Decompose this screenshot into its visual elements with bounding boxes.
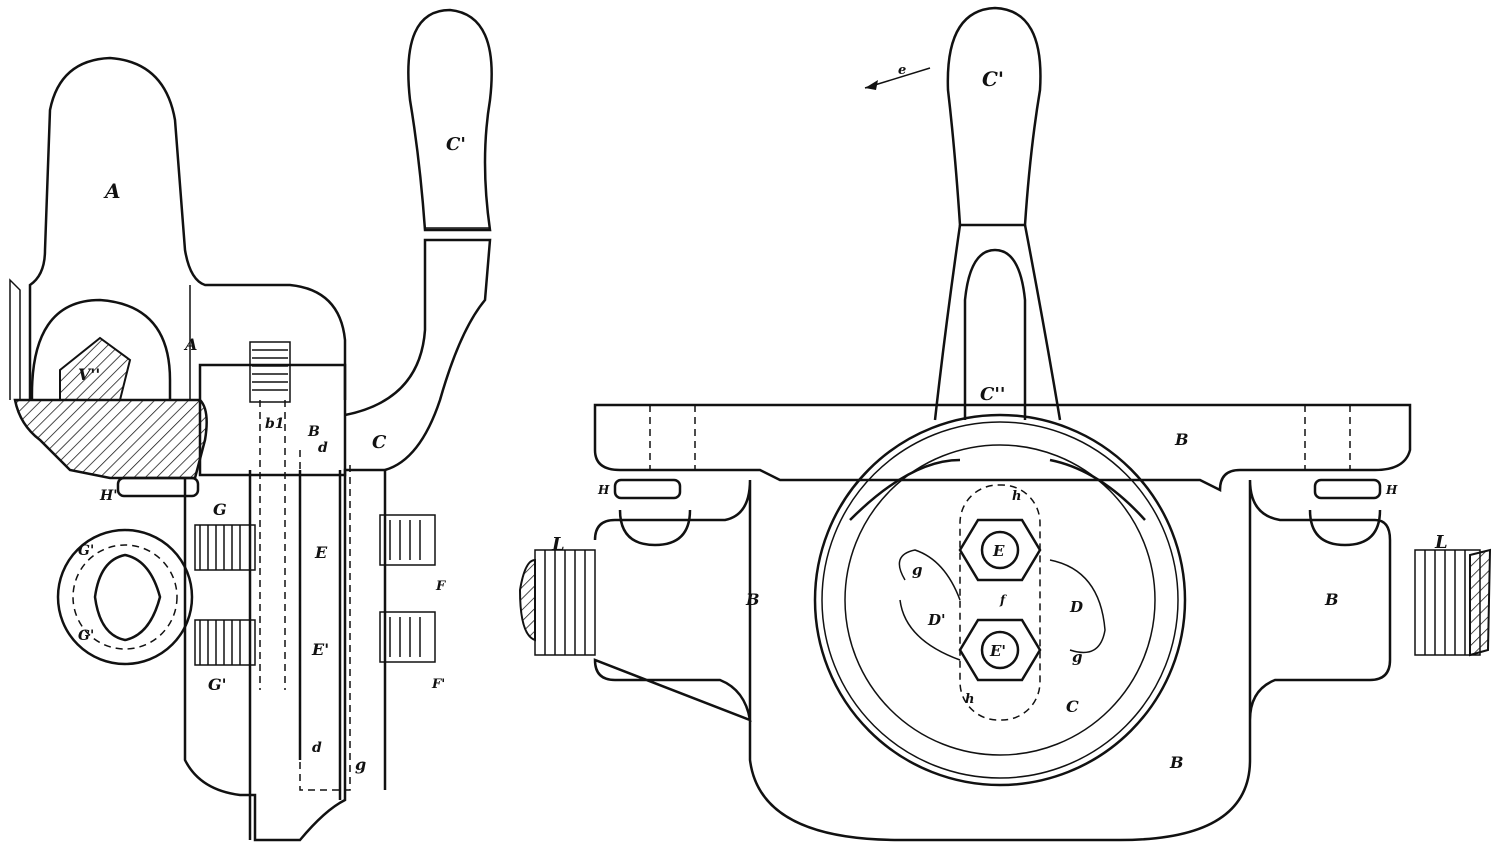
label-lever-neck: C'' [980, 384, 1005, 405]
label-nut-f: F [435, 579, 446, 594]
label-f-mark: f [999, 593, 1007, 607]
label-bolt-b: b1 [265, 416, 285, 432]
left-labels: A A V'' b1 B d C C' H' G G' G' G' E E' F… [78, 134, 466, 774]
label-bolt-e-lower: E' [311, 640, 329, 659]
label-body-right: B [1324, 590, 1339, 609]
handle-c1-right [946, 6, 1042, 227]
label-g-bottom: g [355, 755, 366, 774]
label-d-bottom: d [312, 740, 322, 756]
label-g-left: g [912, 561, 923, 579]
label-thread-right: L [1434, 532, 1448, 553]
label-clamp-ring-bottom: G' [78, 628, 94, 644]
right-figure [518, 6, 1492, 842]
label-d-top: d [318, 440, 328, 456]
label-handle: C' [446, 134, 466, 155]
clamp-ring [56, 528, 194, 666]
label-bolt-e-prime: E' [989, 642, 1006, 660]
bar-b [593, 403, 1412, 493]
label-screw-left: H [597, 483, 610, 497]
label-thread-left: L [551, 534, 565, 555]
label-body-bottom: B [1169, 753, 1184, 772]
label-arm: A [103, 179, 121, 203]
label-body-b: B [307, 424, 320, 440]
label-set-screw: H' [99, 488, 118, 504]
body-plate [183, 468, 387, 842]
label-rail: V'' [78, 365, 100, 384]
label-nut-f-lower: F' [431, 677, 445, 692]
label-handle-right: C' [982, 67, 1004, 91]
label-lever-body: C [372, 432, 387, 453]
rail-hatched [13, 398, 208, 480]
label-cam-d: D [1069, 598, 1083, 616]
right-labels: e C' C'' B H H L L B B B E E' D D' g g h… [551, 63, 1448, 772]
bolt-e-prime [980, 630, 1020, 670]
label-h-top: h [1012, 489, 1021, 504]
label-bar: B [1174, 430, 1189, 449]
label-screw-right: H [1385, 483, 1398, 497]
label-bolt-e: E [314, 543, 328, 562]
label-cam-d-prime: D' [927, 611, 946, 629]
label-body-left: B [745, 590, 760, 609]
body-b [593, 479, 1392, 842]
label-clamp-ring-top: G' [78, 543, 94, 559]
label-g-right: g [1072, 648, 1083, 666]
handle-c1 [407, 8, 493, 232]
disc-c [813, 413, 1187, 787]
label-clamp-g: G [213, 500, 227, 519]
label-arm-lower: A [183, 335, 197, 354]
label-clamp-g-lower: G' [208, 675, 227, 694]
arm-a [28, 56, 347, 400]
label-disc: C [1066, 697, 1079, 716]
bolt-e [980, 530, 1020, 570]
label-direction: e [898, 63, 906, 78]
left-figure [9, 8, 493, 842]
label-h-bottom: h [965, 692, 974, 707]
label-bolt-e: E [992, 542, 1005, 560]
lever-c2 [933, 224, 1062, 421]
lever-c [344, 238, 492, 472]
